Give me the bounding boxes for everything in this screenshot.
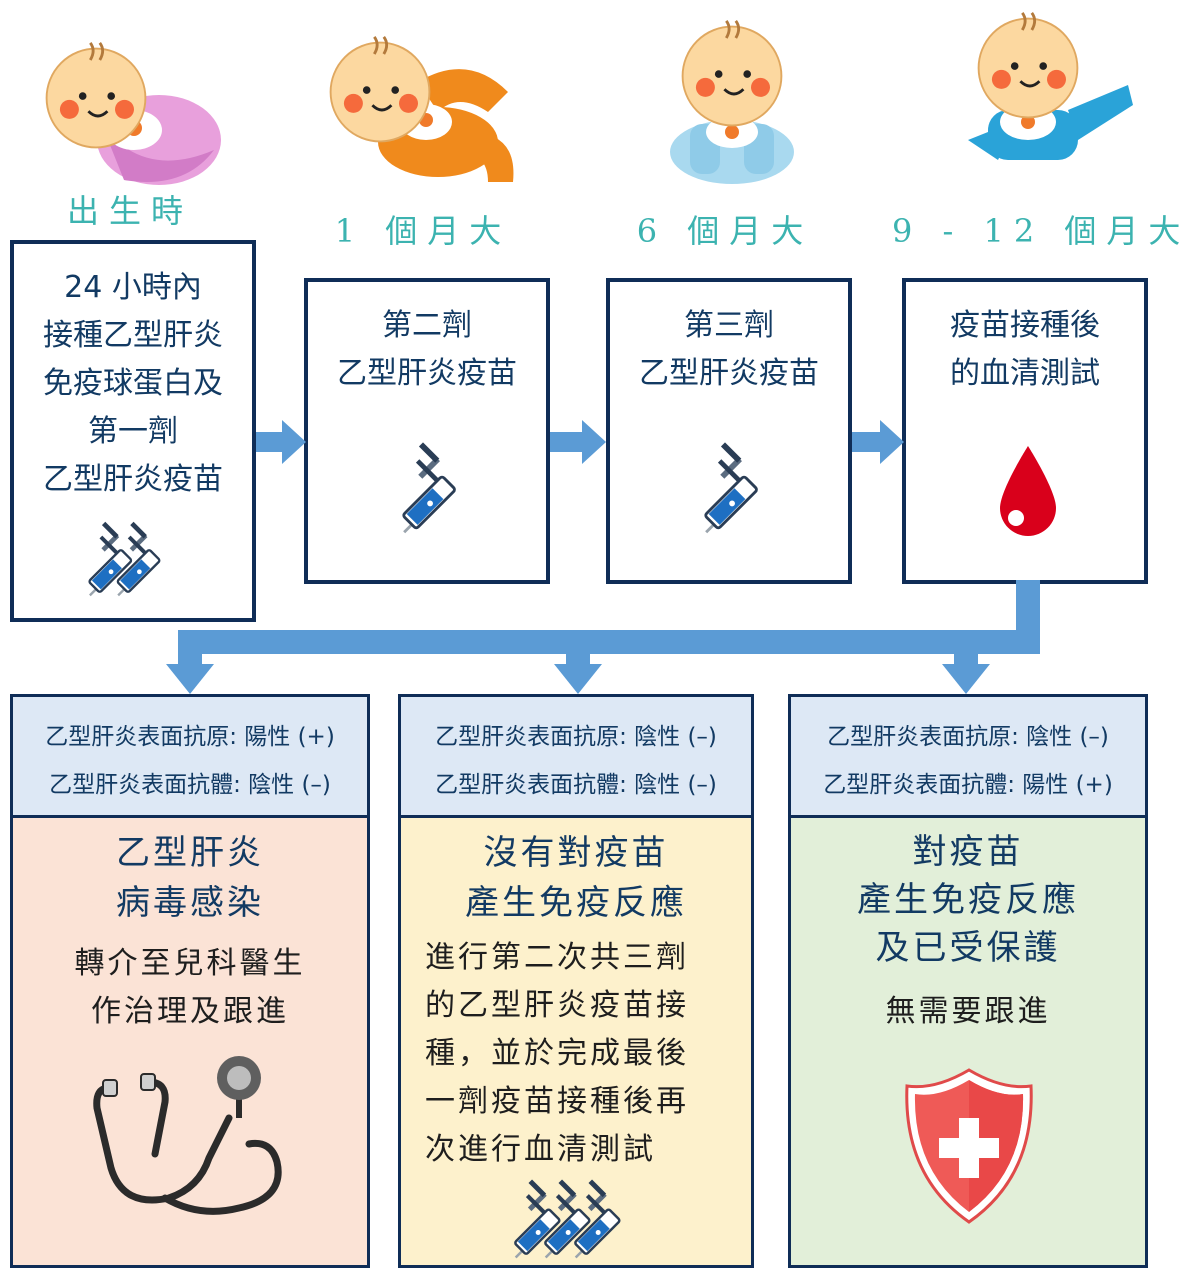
- box-line: 疫苗接種後: [950, 308, 1100, 343]
- antibody-result: 乙型肝炎表面抗體: 陽性 (+): [823, 772, 1113, 798]
- stage-label-6-month: 6 個月大: [636, 212, 814, 250]
- outcome-title: 對疫苗: [912, 832, 1024, 872]
- antigen-result: 乙型肝炎表面抗原: 陰性 (–): [435, 724, 717, 750]
- antigen-result: 乙型肝炎表面抗原: 陽性 (+): [45, 724, 335, 750]
- stethoscope-icon: [93, 1056, 282, 1215]
- outcome-title: 乙型肝炎: [116, 833, 264, 873]
- outcome-title: 沒有對疫苗: [483, 833, 669, 873]
- outcome-panel-protected: 對疫苗 產生免疫反應 及已受保護 無需要跟進: [788, 818, 1148, 1268]
- nine-month-baby-illustration: [968, 11, 1133, 160]
- outcome-desc: 次進行血清測試: [425, 1132, 656, 1167]
- box-line: 第二劑: [382, 308, 472, 343]
- outcome-panel-infection: 乙型肝炎 病毒感染 轉介至兒科醫生 作治理及跟進: [10, 818, 370, 1268]
- outcome-title: 產生免疫反應: [857, 880, 1079, 920]
- outcome-desc: 無需要跟進: [885, 994, 1051, 1029]
- outcome-desc: 作治理及跟進: [91, 994, 289, 1029]
- box-line: 乙型肝炎疫苗: [639, 356, 819, 391]
- syringe-icon: [401, 440, 458, 534]
- stage-label-birth: 出生時: [66, 192, 193, 230]
- result-header-infection: 乙型肝炎表面抗原: 陽性 (+) 乙型肝炎表面抗體: 陰性 (–): [10, 694, 370, 818]
- antibody-result: 乙型肝炎表面抗體: 陰性 (–): [435, 772, 717, 798]
- serology-test-box: 疫苗接種後 的血清測試: [902, 278, 1148, 584]
- box-line: 24 小時內: [64, 270, 202, 305]
- box-line: 第三劑: [684, 308, 774, 343]
- box-line: 接種乙型肝炎: [43, 318, 223, 353]
- result-header-protected: 乙型肝炎表面抗原: 陰性 (–) 乙型肝炎表面抗體: 陽性 (+): [788, 694, 1148, 818]
- antigen-result: 乙型肝炎表面抗原: 陰性 (–): [827, 724, 1109, 750]
- box-line: 第一劑: [88, 414, 178, 449]
- box-line: 的血清測試: [950, 356, 1100, 391]
- outcome-desc: 轉介至兒科醫生: [74, 946, 306, 981]
- outcome-title: 產生免疫反應: [465, 883, 687, 923]
- antibody-result: 乙型肝炎表面抗體: 陰性 (–): [49, 772, 331, 798]
- six-month-baby-illustration: [670, 19, 794, 184]
- outcome-title: 及已受保護: [875, 928, 1061, 968]
- syringe-triple-icon: [513, 1178, 622, 1259]
- box-line: 乙型肝炎疫苗: [337, 356, 517, 391]
- birth-step-box: 24 小時內 接種乙型肝炎 免疫球蛋白及 第一劑 乙型肝炎疫苗: [10, 240, 256, 622]
- outcome-desc: 種，並於完成最後: [425, 1036, 689, 1071]
- box-line: 免疫球蛋白及: [43, 366, 223, 401]
- stage-label-9-12-month: 9 - 12 個月大: [892, 212, 1190, 250]
- one-month-baby-illustration: [329, 35, 514, 182]
- outcome-desc: 一劑疫苗接種後再: [425, 1084, 689, 1119]
- newborn-baby-illustration: [45, 41, 221, 185]
- second-dose-box: 第二劑 乙型肝炎疫苗: [304, 278, 550, 584]
- box-line: 乙型肝炎疫苗: [43, 462, 223, 497]
- arrow-right-icon: [852, 420, 904, 464]
- arrow-right-icon: [256, 420, 306, 464]
- shield-cross-icon: [905, 1068, 1033, 1224]
- outcome-desc: 的乙型肝炎疫苗接: [425, 988, 689, 1023]
- branch-connector: [166, 580, 1040, 694]
- syringe-icon: [703, 440, 760, 534]
- outcome-panel-no-response: 沒有對疫苗 產生免疫反應 進行第二次共三劑 的乙型肝炎疫苗接 種，並於完成最後 …: [398, 818, 754, 1268]
- outcome-desc: 進行第二次共三劑: [425, 940, 689, 975]
- stage-label-1-month: 1 個月大: [334, 212, 512, 250]
- arrow-right-icon: [550, 420, 606, 464]
- outcome-title: 病毒感染: [116, 883, 264, 923]
- third-dose-box: 第三劑 乙型肝炎疫苗: [606, 278, 852, 584]
- blood-drop-icon: [1000, 446, 1056, 536]
- result-header-no-response: 乙型肝炎表面抗原: 陰性 (–) 乙型肝炎表面抗體: 陰性 (–): [398, 694, 754, 818]
